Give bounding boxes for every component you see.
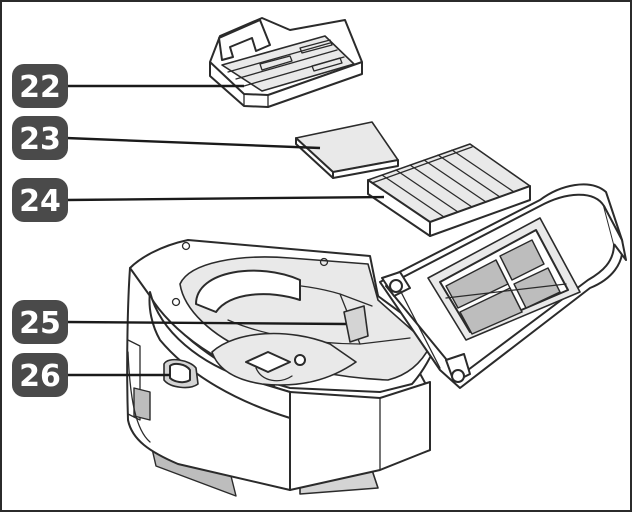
leader-line-25	[65, 320, 347, 326]
callout-label-22: 22	[19, 70, 61, 105]
callout-24: 24	[12, 178, 68, 222]
leader-line-24	[65, 195, 385, 202]
callout-25: 25	[12, 300, 68, 344]
opened-lid	[379, 183, 627, 389]
part-23-filter-pad	[295, 121, 399, 179]
callout-label-26: 26	[19, 359, 61, 394]
callout-label-25: 25	[19, 306, 61, 341]
part-22-filter-frame	[209, 17, 363, 108]
callout-23: 23	[12, 116, 68, 160]
leader-line-23	[65, 136, 321, 150]
callout-26: 26	[12, 353, 68, 397]
callout-label-23: 23	[19, 122, 61, 157]
callout-22: 22	[12, 64, 68, 108]
callout-label-24: 24	[19, 184, 61, 219]
part-24-pleated-filter	[367, 143, 531, 237]
